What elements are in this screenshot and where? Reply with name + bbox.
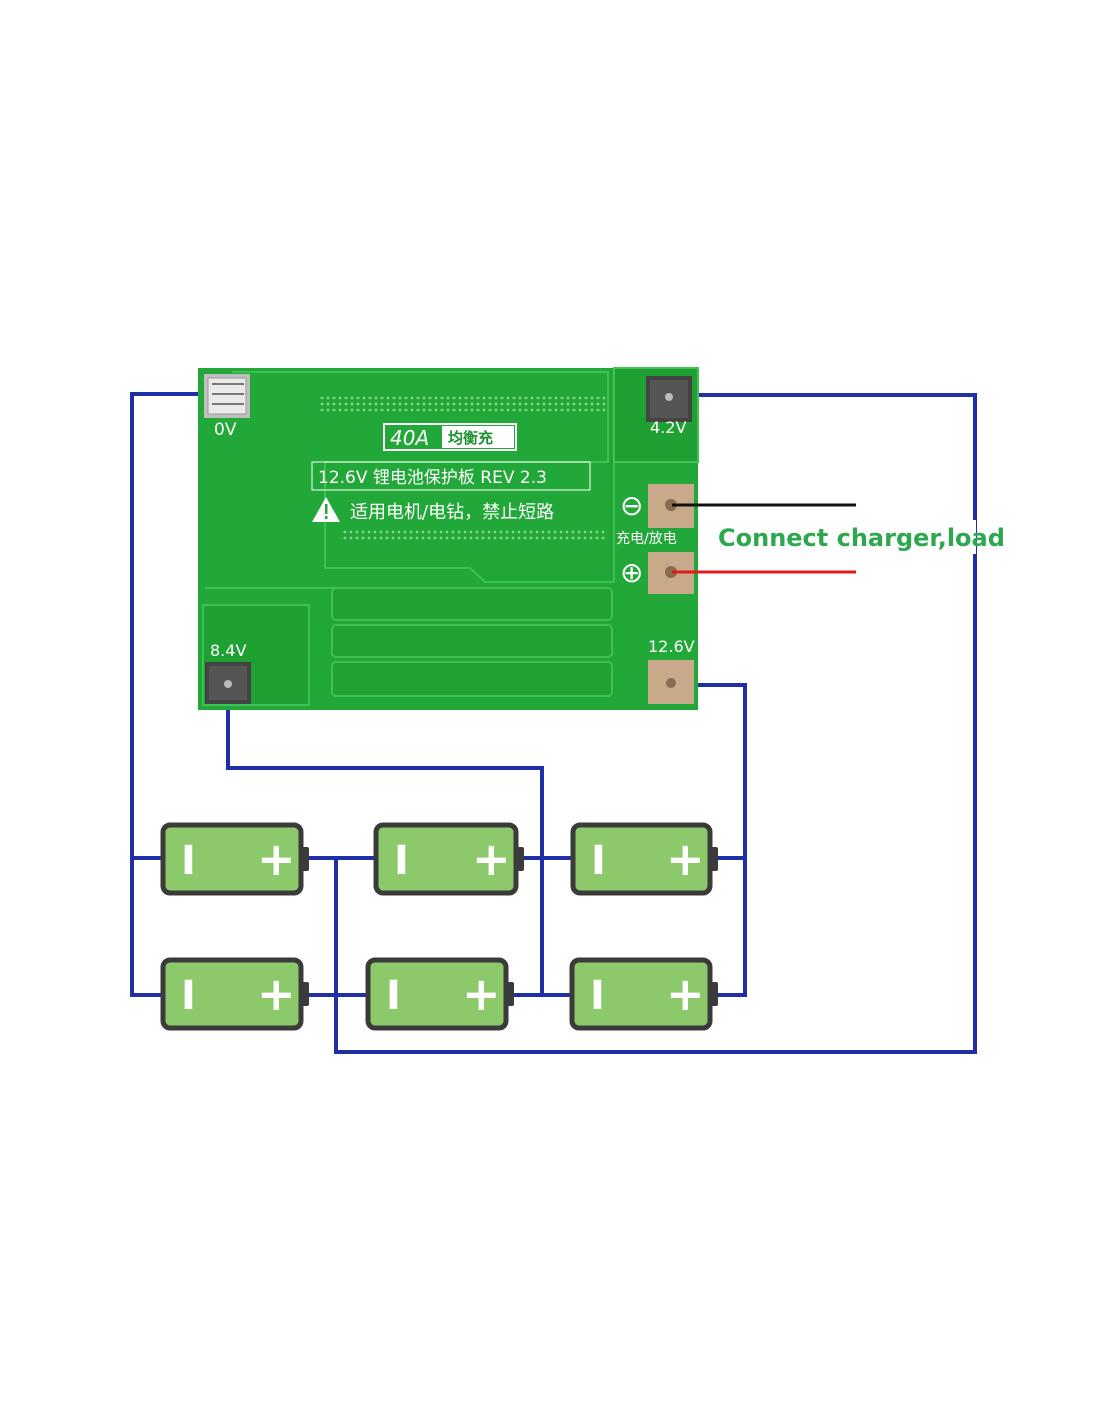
callout-text: Connect charger,load — [718, 524, 1005, 552]
pad-12v6 — [648, 660, 694, 704]
pad-4v2 — [646, 376, 692, 422]
battery-terminal — [710, 847, 718, 871]
pcb-bar-1 — [331, 587, 613, 621]
battery-negative-label: I — [591, 838, 606, 884]
battery-pack: I+I+I+I+I+I+ — [160, 822, 718, 1031]
pad-4v2-label: 4.2V — [650, 418, 686, 437]
battery-top-2: I+ — [373, 822, 524, 896]
battery-negative-label: I — [181, 973, 196, 1019]
wire-12v6 — [672, 683, 747, 997]
wire-8v4 — [226, 685, 544, 995]
pcb-via-rows — [320, 396, 606, 540]
battery-bottom-1: I+ — [160, 957, 309, 1031]
battery-negative-label: I — [394, 838, 409, 884]
battery-terminal — [516, 847, 524, 871]
rating-box — [383, 423, 517, 451]
callout-bg — [714, 520, 976, 554]
wires — [130, 392, 977, 1054]
pad-12v6-label: 12.6V — [648, 637, 695, 656]
battery-bottom-3: I+ — [569, 957, 718, 1031]
battery-positive-label: + — [257, 967, 296, 1021]
battery-positive-label: + — [462, 967, 501, 1021]
wire-4v2 — [334, 393, 977, 1054]
plus-symbol: ⊕ — [620, 556, 643, 589]
pad-0v-label: 0V — [214, 420, 237, 440]
battery-positive-label: + — [472, 832, 511, 886]
title-label: 12.6V 锂电池保护板 REV 2.3 — [318, 468, 547, 488]
pcb-board: 0V 4.2V 40A 均衡充 12.6V 锂电池保护板 REV 2.3 适用电… — [198, 367, 699, 710]
rating-sub-label: 均衡充 — [448, 429, 493, 447]
pcb-bar-2 — [331, 624, 613, 658]
battery-negative-label: I — [590, 973, 605, 1019]
rating-label: 40A — [390, 426, 429, 450]
rating-sub-box — [442, 426, 514, 448]
battery-terminal — [301, 847, 309, 871]
battery-positive-label: + — [666, 967, 705, 1021]
charge-discharge-label: 充电/放电 — [616, 531, 677, 547]
battery-negative-label: I — [386, 973, 401, 1019]
battery-top-1: I+ — [160, 822, 309, 896]
pcb-bar-3 — [331, 661, 613, 697]
title-box — [311, 461, 591, 491]
pcb-block-left — [202, 604, 310, 706]
pad-0v — [204, 374, 250, 418]
pcb-trace-outline — [232, 371, 615, 583]
battery-terminal — [710, 982, 718, 1006]
warning-icon — [312, 497, 340, 522]
pad-8v4 — [205, 662, 251, 704]
battery-positive-label: + — [666, 832, 705, 886]
battery-terminal — [301, 982, 309, 1006]
battery-top-3: I+ — [570, 822, 718, 896]
battery-positive-label: + — [257, 832, 296, 886]
minus-symbol: ⊖ — [620, 489, 643, 522]
warning-label: 适用电机/电钻，禁止短路 — [350, 502, 554, 523]
battery-bottom-2: I+ — [365, 957, 514, 1031]
pad-8v4-label: 8.4V — [210, 641, 246, 660]
wire-0v — [130, 392, 212, 997]
battery-terminal — [506, 982, 514, 1006]
battery-negative-label: I — [181, 838, 196, 884]
